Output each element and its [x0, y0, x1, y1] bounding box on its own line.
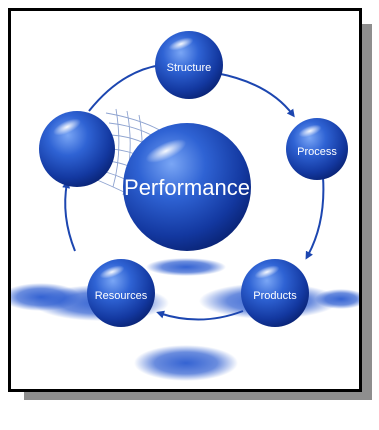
- arrow-structure-to-process: [215, 72, 295, 118]
- node-label-products: Products: [253, 290, 297, 302]
- node-label-structure: Structure: [167, 62, 212, 74]
- arrow-products-to-resources: [156, 310, 244, 321]
- shadow-center-top: [146, 258, 226, 276]
- shadow-small: [315, 289, 359, 309]
- shadow-left: [11, 283, 81, 311]
- shadow-center: [134, 345, 238, 381]
- diagram-frame: Structure Process Performance Products R…: [8, 8, 362, 392]
- node-process: Process: [286, 118, 348, 180]
- arrow-top-left-to-structure: [88, 61, 164, 112]
- node-resources: Resources: [87, 259, 155, 327]
- performance-cycle-diagram: Structure Process Performance Products R…: [11, 31, 359, 381]
- node-products: Products: [241, 259, 309, 327]
- node-label-process: Process: [297, 146, 337, 158]
- cycle-arrows: [62, 61, 325, 321]
- node-label-resources: Resources: [95, 290, 148, 302]
- node-structure: Structure: [155, 31, 223, 99]
- arrow-resources-to-top-left: [62, 180, 76, 252]
- node-center: Performance: [123, 123, 251, 251]
- center-label: Performance: [124, 175, 250, 200]
- node-top-left: [39, 111, 115, 187]
- arrow-process-to-products: [305, 176, 325, 260]
